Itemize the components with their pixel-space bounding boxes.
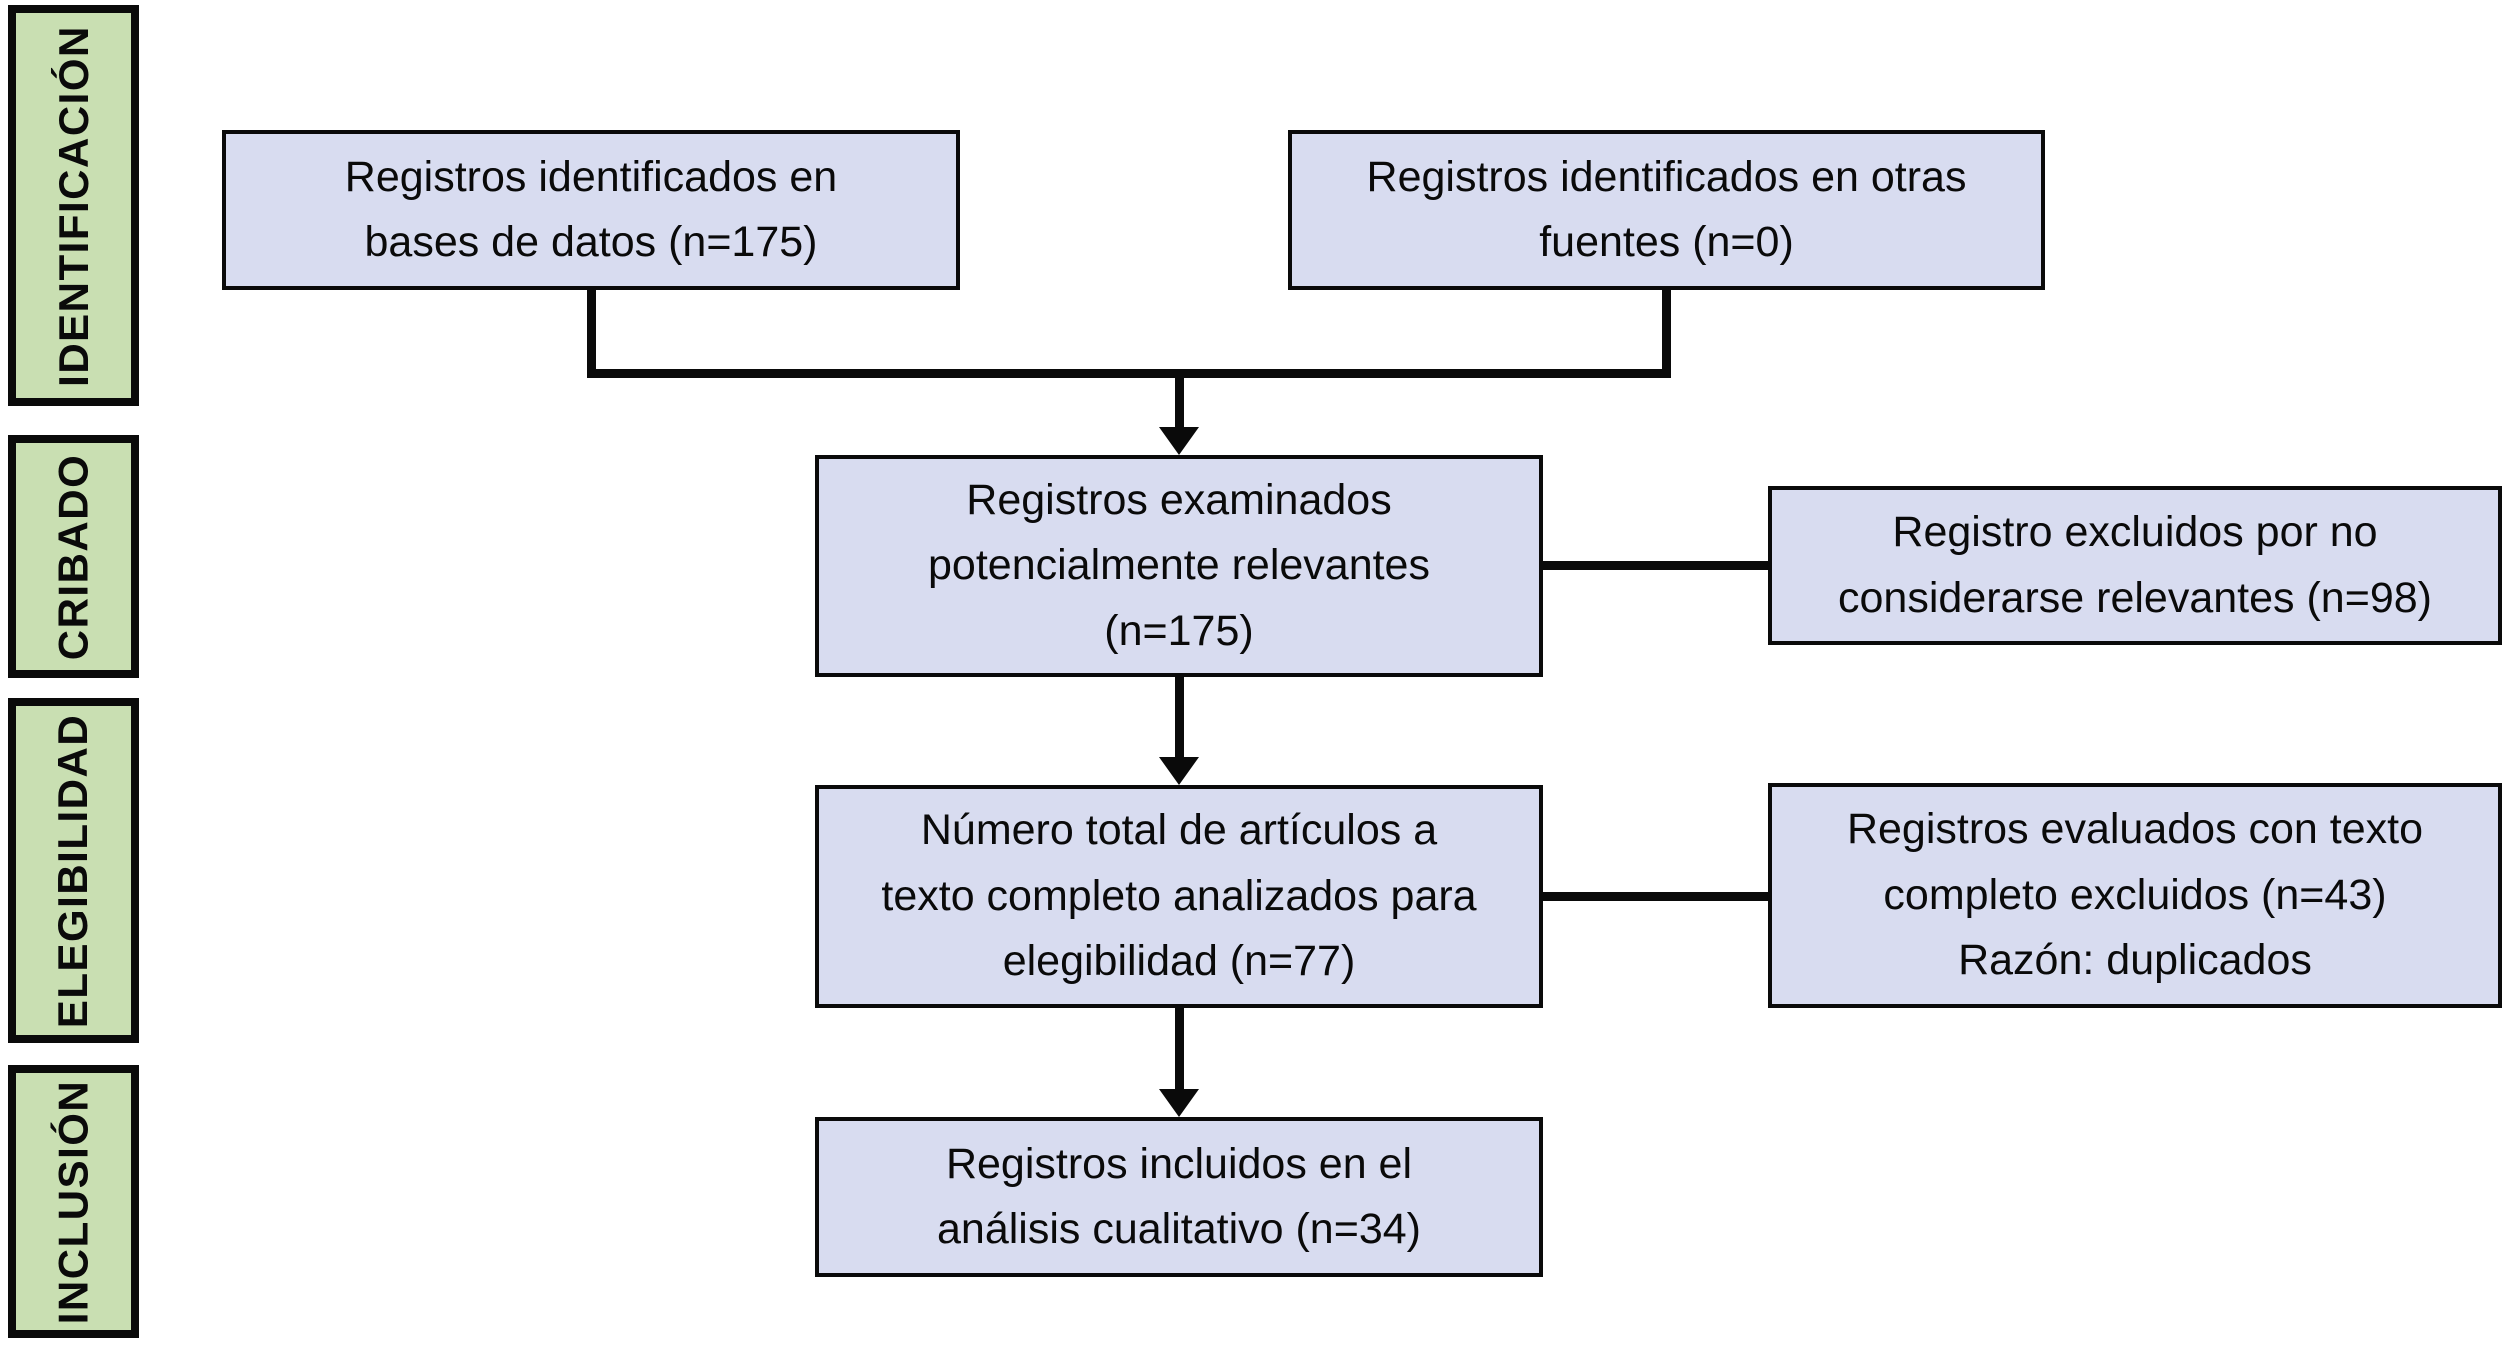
node-screened: Registros examinados potencialmente rele…	[815, 455, 1543, 677]
node-text-line: Registros evaluados con texto	[1846, 805, 2424, 854]
node-fulltext-excluded: Registros evaluados con texto completo e…	[1768, 783, 2502, 1008]
node-text-line: Registros incluidos en el	[945, 1139, 1413, 1188]
connector-to-excluded-43	[1543, 892, 1768, 901]
node-text-line: (n=175)	[1104, 606, 1254, 655]
connector-to-excluded-98	[1543, 561, 1768, 570]
node-text-line: Registros examinados	[966, 475, 1392, 524]
node-text-line: elegibilidad (n=77)	[1002, 937, 1356, 986]
node-text-line: considerarse relevantes (n=98)	[1838, 573, 2432, 622]
node-text-line: Número total de artículos a	[920, 806, 1438, 855]
connector-to-included-stem	[1175, 1007, 1184, 1091]
node-fulltext-assessed: Número total de artículos a texto comple…	[815, 785, 1543, 1008]
stage-cribado-label: CRIBADO	[49, 453, 97, 660]
stage-elegibilidad: ELEGIBILIDAD	[8, 698, 139, 1043]
stage-elegibilidad-label: ELEGIBILIDAD	[49, 713, 97, 1028]
node-identified-databases: Registros identificados en bases de dato…	[222, 130, 960, 290]
node-text-line: análisis cualitativo (n=34)	[936, 1205, 1421, 1253]
node-text-line: Razón: duplicados	[1958, 936, 2312, 985]
stage-identificacion: IDENTIFICACIÓN	[8, 5, 139, 406]
stage-identificacion-label: IDENTIFICACIÓN	[49, 24, 97, 387]
node-text-line: Registros identificados en	[344, 152, 838, 201]
node-text-line: fuentes (n=0)	[1539, 218, 1794, 266]
stage-inclusion: INCLUSIÓN	[8, 1065, 139, 1338]
node-text-line: potencialmente relevantes	[928, 541, 1430, 590]
node-text-line: texto completo analizados para	[881, 871, 1477, 920]
connector-databases-down	[587, 289, 596, 378]
arrow-down-to-fulltext-icon	[1159, 757, 1199, 785]
stage-cribado: CRIBADO	[8, 435, 139, 678]
connector-to-fulltext-stem	[1175, 676, 1184, 759]
connector-other-sources-down	[1662, 289, 1671, 378]
node-excluded-not-relevant: Registro excluidos por no considerarse r…	[1768, 486, 2502, 645]
connector-to-screened-stem	[1175, 369, 1184, 429]
node-included-qualitative: Registros incluidos en el análisis cuali…	[815, 1117, 1543, 1277]
node-text-line: bases de datos (n=175)	[364, 218, 818, 266]
node-identified-other-sources: Registros identificados en otras fuentes…	[1288, 130, 2045, 290]
stage-inclusion-label: INCLUSIÓN	[49, 1079, 97, 1324]
node-text-line: Registros identificados en otras	[1366, 152, 1967, 201]
node-text-line: completo excluidos (n=43)	[1883, 870, 2387, 919]
arrow-down-to-included-icon	[1159, 1089, 1199, 1117]
node-text-line: Registro excluidos por no	[1892, 508, 2378, 557]
arrow-down-to-screened-icon	[1159, 427, 1199, 455]
connector-merge-horizontal	[587, 369, 1671, 378]
